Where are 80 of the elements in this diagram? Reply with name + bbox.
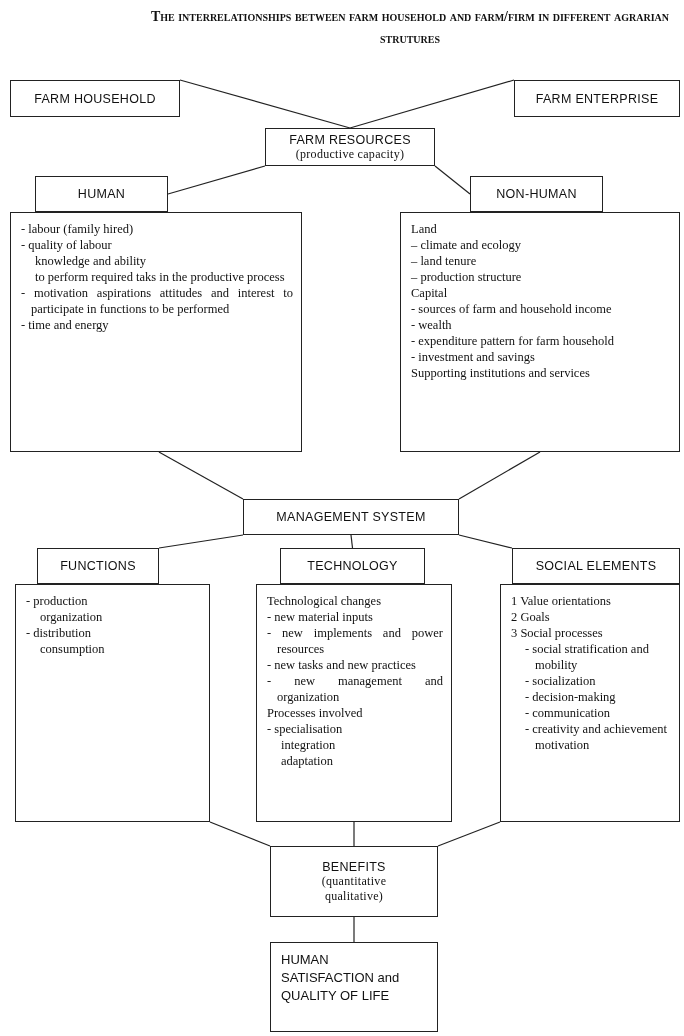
connector-line xyxy=(350,534,354,549)
node-text: HUMAN SATISFACTION and QUALITY OF LIFE xyxy=(281,951,401,1005)
list-item: - specialisation xyxy=(267,721,344,737)
list-item: - communication xyxy=(524,705,612,721)
list-item: - quality of labour xyxy=(21,237,113,253)
list-item: - production xyxy=(26,593,89,609)
heading-box xyxy=(35,176,168,212)
outcome-box xyxy=(270,942,438,1032)
connector-line xyxy=(349,79,515,129)
heading-box xyxy=(270,846,438,917)
connector-line xyxy=(458,534,513,549)
heading-box xyxy=(280,548,425,584)
list-item: Capital xyxy=(411,285,449,301)
list-item: to perform required taks in the productive process xyxy=(34,269,286,285)
list-item: - creativity and achievement motivation xyxy=(524,721,668,753)
node-subtitle: (quantitative qualitative) xyxy=(320,873,388,904)
list-item: - wealth xyxy=(411,317,453,333)
heading-box xyxy=(265,128,435,166)
list-item: Supporting institutions and services xyxy=(411,365,591,381)
list-item: - new management and organization xyxy=(267,673,443,705)
heading-box xyxy=(37,548,159,584)
connector-line xyxy=(158,534,244,549)
connector-line xyxy=(353,821,355,847)
connector-line xyxy=(209,821,271,847)
list-item: - investment and savings xyxy=(411,349,536,365)
node-heading: TECHNOLOGY xyxy=(307,559,398,573)
connector-line xyxy=(179,79,351,129)
list-item: - new implements and power resources xyxy=(267,625,443,657)
list-item: - decision-making xyxy=(524,689,617,705)
node-heading: SOCIAL ELEMENTS xyxy=(535,559,657,573)
content-box xyxy=(400,212,680,452)
list-item: - new material inputs xyxy=(267,609,374,625)
content-box xyxy=(10,212,302,452)
list-item: integration xyxy=(280,737,337,753)
list-item: - motivation aspirations attitudes and interest to participate in functions to be performed xyxy=(21,285,293,317)
node-heading: NON-HUMAN xyxy=(496,187,577,201)
node-subtitle: (productive capacity) xyxy=(295,146,405,162)
connector-line xyxy=(434,165,471,195)
list-item: 2 Goals xyxy=(511,609,551,625)
heading-box xyxy=(514,80,680,117)
list-item: Land xyxy=(411,221,438,237)
list-item: - distribution xyxy=(26,625,92,641)
heading-box xyxy=(10,80,180,117)
list-item: organization xyxy=(39,609,104,625)
list-item: 3 Social processes xyxy=(511,625,604,641)
content-box xyxy=(500,584,680,822)
list-item: - time and energy xyxy=(21,317,110,333)
node-heading: FARM RESOURCES xyxy=(289,132,411,147)
heading-box xyxy=(243,499,459,535)
list-item: - social stratification and mobility xyxy=(524,641,650,673)
list-item: - socialization xyxy=(524,673,597,689)
list-item: Processes involved xyxy=(267,705,364,721)
list-item: 1 Value orientations xyxy=(511,593,612,609)
list-item: - sources of farm and household income xyxy=(411,301,613,317)
node-heading: MANAGEMENT SYSTEM xyxy=(276,510,426,524)
heading-box xyxy=(512,548,680,584)
content-box xyxy=(15,584,210,822)
heading-box xyxy=(470,176,603,212)
connector-line xyxy=(167,165,266,195)
connector-line xyxy=(458,451,541,500)
node-heading: FARM HOUSEHOLD xyxy=(34,91,156,106)
content-box xyxy=(256,584,452,822)
list-item: – climate and ecology xyxy=(411,237,523,253)
list-item: - expenditure pattern for farm household xyxy=(411,333,616,349)
node-heading: FUNCTIONS xyxy=(60,559,136,573)
list-item: - new tasks and new practices xyxy=(267,657,417,673)
list-item: Technological changes xyxy=(267,593,382,609)
list-item: – production structure xyxy=(411,269,523,285)
node-heading: BENEFITS xyxy=(321,859,387,874)
list-item: knowledge and ability xyxy=(34,253,148,269)
connector-line xyxy=(158,451,244,500)
node-heading: HUMAN xyxy=(77,187,126,201)
connector-line xyxy=(353,916,355,943)
list-item: – land tenure xyxy=(411,253,478,269)
diagram-title: The interrelationships between farm household and farm/firm in different agrarian strutures xyxy=(150,8,670,48)
node-heading: FARM ENTERPRISE xyxy=(535,91,659,106)
list-item: consumption xyxy=(39,641,106,657)
connector-line xyxy=(437,821,501,847)
list-item: - labour (family hired) xyxy=(21,221,135,237)
list-item: adaptation xyxy=(280,753,335,769)
